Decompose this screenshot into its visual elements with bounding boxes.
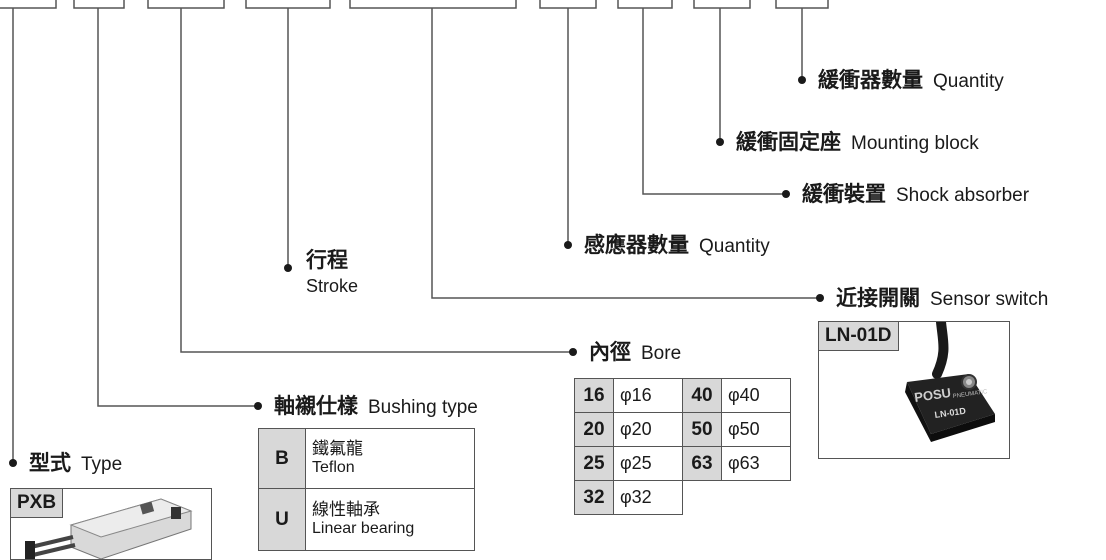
bore-code: 50 xyxy=(682,412,722,447)
table-row: 20 φ20 50 φ50 xyxy=(574,412,791,447)
sensor-switch-photo: LN-01D POSU PNEUMATIC LN-01D xyxy=(818,321,1010,459)
code-box-mount xyxy=(693,0,751,9)
sensor-brand-text: POSU xyxy=(913,385,952,405)
bore-value: φ16 xyxy=(613,378,683,413)
bushing-table: B 鐵氟龍 Teflon U 線性軸承 Linear bearing xyxy=(258,428,475,551)
code-box-bore xyxy=(147,0,225,9)
label-stroke: 行程 Stroke xyxy=(306,248,359,296)
bore-value: φ50 xyxy=(721,412,791,447)
table-row: 32 φ32 xyxy=(574,480,791,515)
sensor-brand-sub: PNEUMATIC xyxy=(952,389,988,400)
bore-code: 20 xyxy=(574,412,614,447)
bore-value: φ20 xyxy=(613,412,683,447)
bore-code: 25 xyxy=(574,446,614,481)
diagram-wires xyxy=(0,0,829,467)
bore-code: 32 xyxy=(574,480,614,515)
code-box-buffer-qty xyxy=(775,0,829,9)
bore-code: 63 xyxy=(682,446,722,481)
table-row: U 線性軸承 Linear bearing xyxy=(258,488,475,551)
cylinder-image xyxy=(25,498,193,559)
bushing-desc: 鐵氟龍 Teflon xyxy=(305,428,475,489)
code-box-bushing xyxy=(73,0,125,9)
sensor-model-text: LN-01D xyxy=(934,406,967,420)
bushing-code: B xyxy=(258,428,306,489)
type-model-tag: PXB xyxy=(11,489,64,518)
type-photo: PXB xyxy=(10,488,212,560)
code-box-shock xyxy=(617,0,673,9)
code-box-sensor-switch xyxy=(349,0,517,9)
table-row: 25 φ25 63 φ63 xyxy=(574,446,791,481)
bore-value: φ40 xyxy=(721,378,791,413)
bushing-code: U xyxy=(258,488,306,551)
code-box-sensor-qty xyxy=(539,0,597,9)
bore-value: φ25 xyxy=(613,446,683,481)
bushing-desc: 線性軸承 Linear bearing xyxy=(305,488,475,551)
bore-value: φ63 xyxy=(721,446,791,481)
code-box-type xyxy=(0,0,57,9)
code-box-stroke xyxy=(245,0,331,9)
bore-code: 16 xyxy=(574,378,614,413)
bore-value: φ32 xyxy=(613,480,683,515)
table-row: B 鐵氟龍 Teflon xyxy=(258,428,475,489)
bore-table: 16 φ16 40 φ40 20 φ20 50 φ50 25 φ25 63 φ6… xyxy=(574,378,791,515)
sensor-model-tag: LN-01D xyxy=(819,322,899,351)
table-row: 16 φ16 40 φ40 xyxy=(574,378,791,413)
sensor-switch-image: POSU PNEUMATIC LN-01D xyxy=(905,322,995,442)
bore-code: 40 xyxy=(682,378,722,413)
